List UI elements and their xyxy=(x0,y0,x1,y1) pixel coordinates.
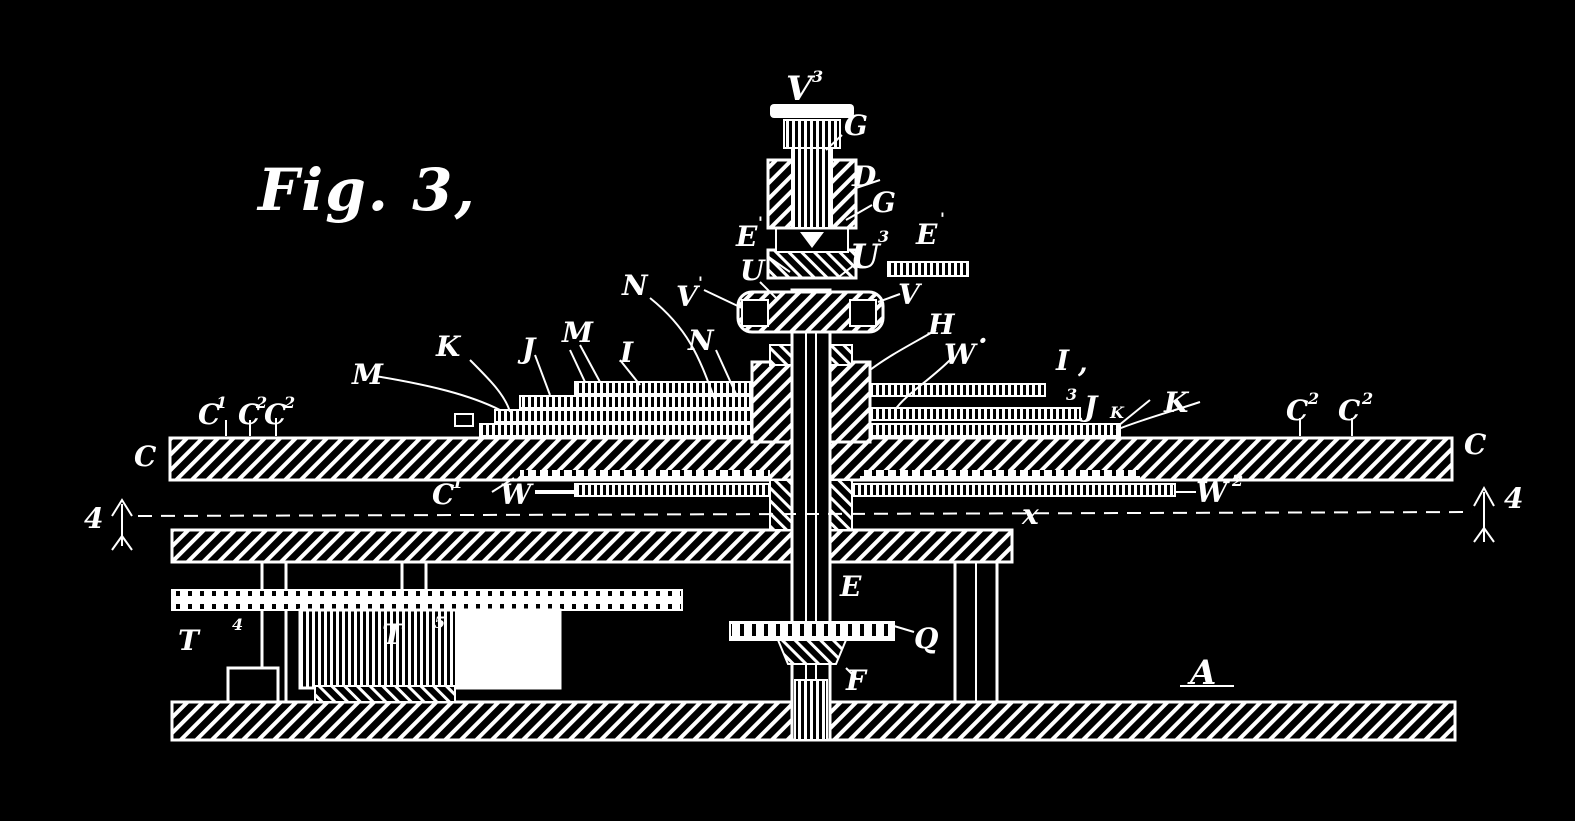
label-V3: V xyxy=(786,69,816,109)
label-W: W xyxy=(500,478,534,511)
label-A: A xyxy=(1187,653,1216,693)
label-4-right: 4 xyxy=(1504,482,1523,515)
pinion-gear xyxy=(729,621,895,665)
label-C2-b-sup: 2 xyxy=(283,393,295,412)
label-W1: W xyxy=(944,338,978,371)
label-C-right: C xyxy=(1464,428,1487,461)
label-H: H xyxy=(927,308,956,341)
lower-plate xyxy=(535,483,1176,497)
label-C1-sup: 1 xyxy=(216,393,227,412)
label-V-right: V xyxy=(898,278,923,311)
label-D: D xyxy=(851,160,877,193)
label-Q: Q xyxy=(914,622,938,655)
label-M-top: M xyxy=(561,316,594,349)
label-C2-a-sup: 2 xyxy=(255,393,267,412)
label-C2-b: C xyxy=(264,398,287,431)
label-M-left: M xyxy=(351,358,384,391)
label-C2-d: C xyxy=(1338,394,1361,427)
gear-train xyxy=(171,589,683,704)
label-I-left: I xyxy=(619,336,634,369)
label-C2-d-sup: 2 xyxy=(1361,389,1373,408)
label-E1-right: E xyxy=(915,218,938,251)
label-T5-sup: 5 xyxy=(434,613,445,632)
label-W2-sup: 2 xyxy=(1231,471,1243,490)
label-K-left: K xyxy=(435,330,462,363)
label-V1-sup: ' xyxy=(698,273,703,292)
label-T4-sup: 4 xyxy=(232,615,243,634)
label-N-mid: N xyxy=(687,324,715,357)
label-C2-c-sup: 2 xyxy=(1307,389,1319,408)
label-V3-sup: 3 xyxy=(812,67,823,86)
label-N-left: N xyxy=(621,269,649,302)
figure-labels: Fig. 3, V 3 G D G E ' U 3 E ' N V ' U V … xyxy=(84,67,1523,697)
label-G-top: G xyxy=(844,109,868,142)
label-U: U xyxy=(740,254,766,287)
label-G-mid: G xyxy=(872,186,896,219)
label-C1: C xyxy=(198,398,221,431)
clamp-collar xyxy=(736,290,885,334)
label-W2: W xyxy=(1196,476,1230,509)
label-W1-sup: · xyxy=(978,324,988,357)
label-4-left: 4 xyxy=(84,502,103,535)
top-cap-assembly xyxy=(766,104,858,280)
label-I1-sup: , xyxy=(1077,346,1088,379)
label-K-right2: K xyxy=(1163,386,1190,419)
label-T5: T xyxy=(382,618,405,651)
detached-part xyxy=(887,261,969,277)
label-E1-left-sup: ' xyxy=(758,213,763,232)
leader-lines xyxy=(225,134,1353,687)
label-T4: T xyxy=(178,624,201,657)
label-J-left: J xyxy=(517,332,537,365)
upper-frame-plate xyxy=(170,528,1014,564)
label-C1-low-sup: 1 xyxy=(452,473,463,492)
label-E1-left: E xyxy=(735,220,758,253)
central-shaft xyxy=(790,288,832,742)
label-E-low: E xyxy=(839,570,862,603)
label-I1: I xyxy=(1055,344,1070,377)
label-E1-right-sup: ' xyxy=(940,209,945,228)
label-C2-c: C xyxy=(1286,394,1309,427)
label-V1: V xyxy=(676,280,701,313)
label-C-left: C xyxy=(134,440,157,473)
label-J-right: J xyxy=(1079,390,1099,423)
label-U3-sup: 3 xyxy=(878,227,889,246)
label-x: x xyxy=(1021,498,1039,531)
label-F: F xyxy=(845,664,868,697)
stacked-plates xyxy=(454,381,1121,437)
label-C1-low: C xyxy=(432,478,455,511)
label-U3: U xyxy=(850,237,882,277)
section-line xyxy=(111,485,1495,551)
label-K-right1: K xyxy=(1109,403,1125,422)
label-C2-a: C xyxy=(238,398,261,431)
label-J-right-sup: 3 xyxy=(1066,385,1077,404)
figure-title: Fig. 3, xyxy=(256,156,477,224)
